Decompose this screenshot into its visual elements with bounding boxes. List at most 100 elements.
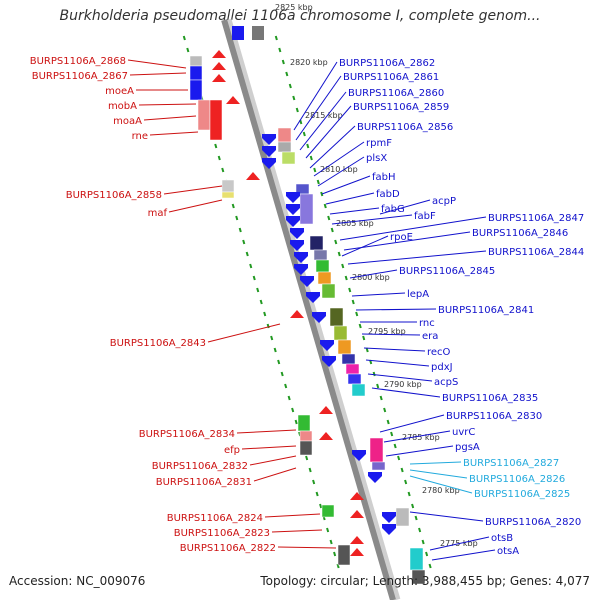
forward-gene-arrow: [262, 146, 276, 157]
guide-tick: [316, 179, 320, 185]
right-label-leader: [379, 414, 445, 433]
gene-block: [313, 249, 328, 261]
guide-tick: [379, 395, 383, 401]
right-gene-label: BURPS1106A_2847: [488, 213, 584, 224]
reverse-gene-arrow: [350, 536, 364, 544]
guide-tick: [217, 155, 221, 161]
left-gene-label: BURPS1106A_2824: [167, 513, 263, 524]
left-label-leader: [138, 103, 197, 106]
guide-tick: [418, 527, 422, 533]
left-gene-label: moaA: [113, 116, 142, 127]
right-label-leader: [309, 125, 356, 169]
kbp-marker: 2825 kbp: [275, 3, 313, 12]
reverse-gene-arrow: [319, 432, 333, 440]
guide-tick: [376, 383, 380, 389]
guide-tick: [287, 395, 291, 401]
right-label-leader: [367, 373, 433, 382]
guide-tick: [327, 215, 331, 221]
right-label-leader: [343, 231, 471, 251]
left-gene-label: BURPS1106A_2823: [174, 528, 270, 539]
kbp-marker: 2795 kbp: [368, 327, 406, 336]
right-gene-label: BURPS1106A_2841: [438, 305, 534, 316]
gene-block: [409, 547, 424, 571]
guide-tick: [305, 455, 309, 461]
right-gene-label: BURPS1106A_2820: [485, 517, 581, 528]
left-gene-label: BURPS1106A_2834: [139, 429, 235, 440]
guide-tick: [285, 71, 289, 77]
forward-gene-arrow: [262, 158, 276, 169]
forward-gene-arrow: [290, 240, 304, 251]
left-gene-label: BURPS1106A_2843: [110, 338, 206, 349]
guide-tick: [284, 383, 288, 389]
forward-gene-arrow: [294, 264, 308, 275]
left-label-leader: [149, 131, 199, 136]
gene-block: [317, 271, 332, 285]
left-gene-label: efp: [224, 445, 240, 456]
right-gene-label: BURPS1106A_2845: [399, 266, 495, 277]
gene-block: [277, 127, 292, 143]
left-label-leader: [236, 429, 297, 434]
right-gene-label: BURPS1106A_2859: [353, 102, 449, 113]
right-label-leader: [313, 141, 365, 177]
guide-tick: [242, 239, 246, 245]
right-label-leader: [371, 387, 441, 398]
gene-block: [221, 179, 235, 193]
gene-block: [299, 193, 314, 225]
kbp-marker: 2785 kbp: [402, 433, 440, 442]
kbp-marker: 2820 kbp: [290, 58, 328, 67]
guide-tick: [358, 323, 362, 329]
guide-tick: [372, 371, 376, 377]
right-label-leader: [329, 207, 380, 215]
reverse-gene-arrow: [212, 74, 226, 82]
left-label-leader: [127, 59, 187, 69]
left-gene-label: BURPS1106A_2831: [156, 477, 252, 488]
guide-tick: [214, 143, 218, 149]
guide-tick: [397, 455, 401, 461]
gene-block: [299, 430, 313, 442]
guide-tick: [280, 371, 284, 377]
guide-tick: [320, 191, 324, 197]
forward-gene-arrow: [294, 252, 308, 263]
forward-gene-arrow: [312, 312, 326, 323]
left-label-leader: [241, 445, 297, 450]
right-label-leader: [409, 469, 468, 479]
guide-tick: [270, 335, 274, 341]
left-gene-label: maf: [148, 208, 168, 219]
left-gene-label: BURPS1106A_2832: [152, 461, 248, 472]
gene-block: [189, 79, 203, 101]
reverse-gene-arrow: [350, 510, 364, 518]
right-gene-label: plsX: [366, 153, 387, 164]
gene-block: [351, 383, 366, 397]
gene-block: [315, 259, 330, 273]
guide-tick: [390, 431, 394, 437]
guide-tick: [344, 275, 348, 281]
right-gene-label: pgsA: [455, 442, 480, 453]
left-gene-label: BURPS1106A_2868: [30, 56, 126, 67]
guide-tick: [294, 419, 298, 425]
reverse-gene-arrow: [290, 310, 304, 318]
right-label-leader: [385, 445, 454, 457]
gene-block: [395, 507, 410, 527]
left-gene-label: BURPS1106A_2822: [180, 543, 276, 554]
guide-tick: [273, 347, 277, 353]
guide-tick: [337, 251, 341, 257]
right-gene-label: acpP: [432, 196, 456, 207]
guide-tick: [238, 227, 242, 233]
gene-block: [337, 339, 352, 355]
gene-block: [347, 373, 362, 385]
left-label-leader: [143, 115, 197, 121]
gene-block: [333, 325, 348, 341]
right-gene-label: BURPS1106A_2860: [348, 88, 444, 99]
right-gene-label: pdxJ: [431, 362, 453, 373]
guide-tick: [312, 479, 316, 485]
right-gene-label: acpS: [434, 377, 458, 388]
guide-tick: [259, 299, 263, 305]
guide-tick: [425, 551, 429, 557]
right-gene-label: BURPS1106A_2846: [472, 228, 568, 239]
guide-tick: [315, 491, 319, 497]
forward-gene-arrow: [286, 204, 300, 215]
right-label-leader: [409, 511, 484, 522]
right-gene-label: BURPS1106A_2827: [463, 458, 559, 469]
right-label-leader: [351, 292, 406, 297]
